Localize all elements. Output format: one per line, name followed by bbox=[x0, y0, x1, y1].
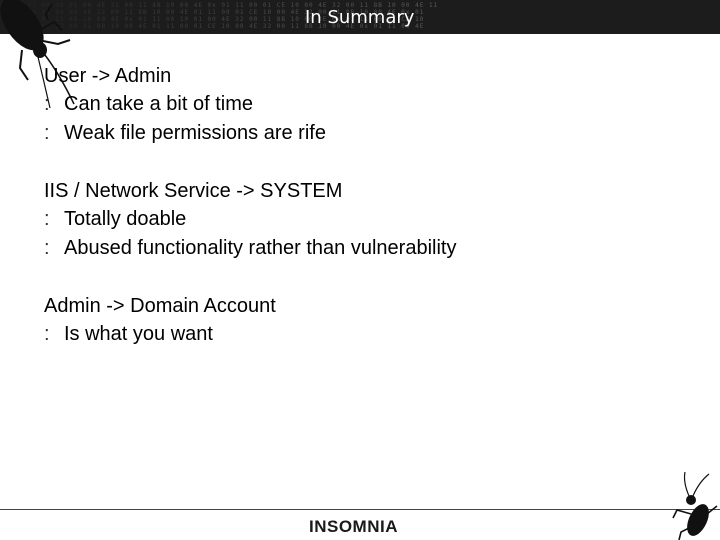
summary-group: Admin -> Domain Account : Is what you wan… bbox=[44, 292, 704, 349]
bullet-marker: : bbox=[44, 323, 50, 345]
header-fade bbox=[0, 0, 720, 34]
group-heading: Admin -> Domain Account bbox=[44, 295, 276, 317]
list-item-text: Totally doable bbox=[64, 208, 187, 230]
list-item-text: Abused functionality rather than vulnera… bbox=[64, 237, 457, 259]
list-item-text: Can take a bit of time bbox=[64, 93, 253, 115]
list-item: : Is what you want bbox=[44, 320, 704, 349]
bullet-marker: : bbox=[44, 122, 50, 144]
list-item: : Totally doable bbox=[44, 205, 704, 234]
group-heading: IIS / Network Service -> SYSTEM bbox=[44, 180, 343, 202]
cockroach-icon bbox=[0, 0, 75, 109]
list-item: : Weak file permissions are rife bbox=[44, 119, 704, 148]
slide-title: In Summary bbox=[305, 7, 415, 28]
group-heading: User -> Admin bbox=[44, 65, 172, 87]
slide-header: 0x 01 11 00 10 01 00 4E 32 00 11 8B 10 0… bbox=[0, 0, 720, 34]
bullet-marker: : bbox=[44, 93, 50, 115]
insomnia-logo: INSOMNIA bbox=[309, 517, 398, 536]
list-item-text: Is what you want bbox=[64, 323, 213, 345]
summary-group: User -> Admin : Can take a bit of time : W… bbox=[44, 62, 704, 148]
list-item-text: Weak file permissions are rife bbox=[64, 122, 326, 144]
list-item: : Abused functionality rather than vulner… bbox=[44, 234, 704, 263]
summary-group: IIS / Network Service -> SYSTEM : Totally… bbox=[44, 177, 704, 263]
bullet-marker: : bbox=[44, 208, 50, 230]
slide-body: User -> Admin : Can take a bit of time : W… bbox=[44, 62, 704, 378]
list-item: : Can take a bit of time bbox=[44, 90, 704, 119]
cockroach-icon bbox=[672, 471, 718, 540]
footer-divider bbox=[0, 509, 720, 510]
bullet-marker: : bbox=[44, 237, 50, 259]
